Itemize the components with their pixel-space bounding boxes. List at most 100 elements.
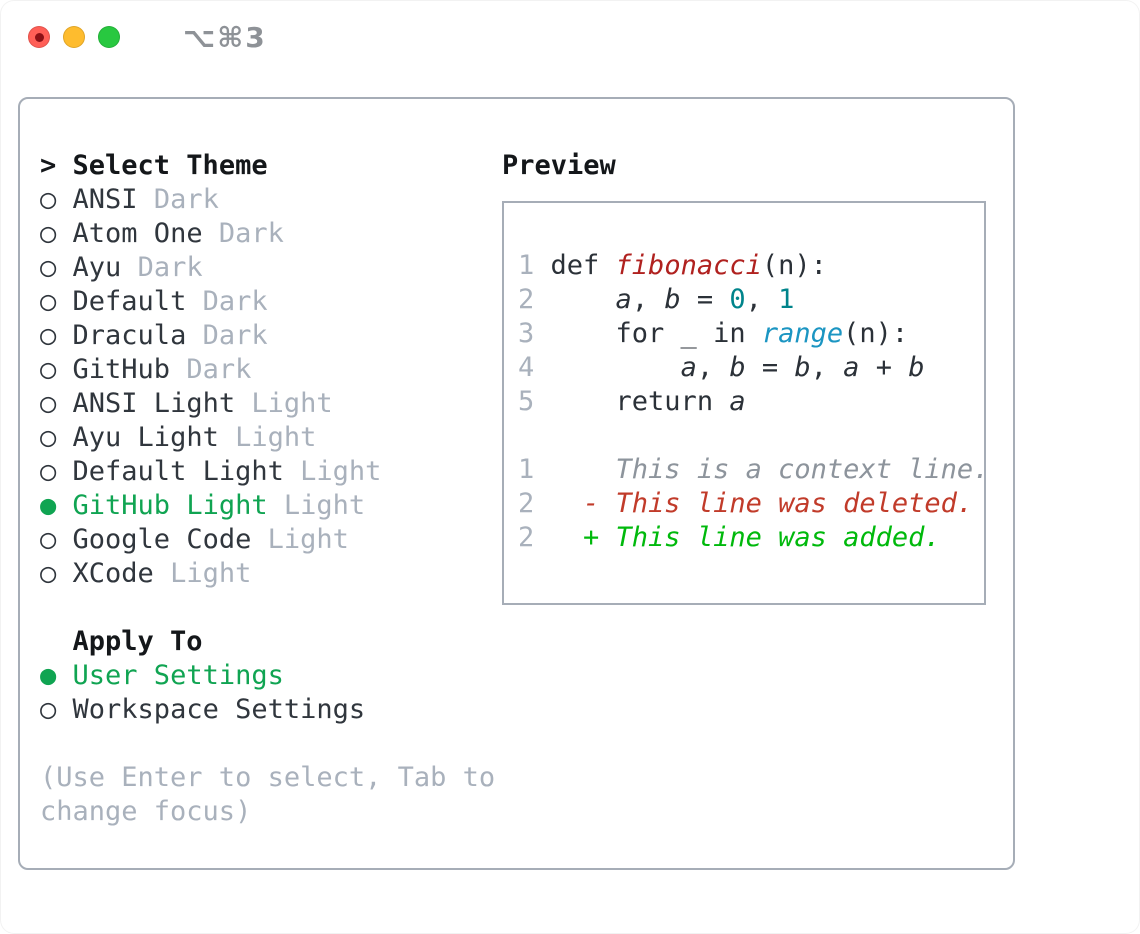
token-del: - This line was deleted. — [550, 488, 974, 519]
line-number: 2 — [518, 522, 535, 553]
theme-selector: > Select Theme ○ ANSI Dark○ Atom One Dar… — [40, 149, 502, 868]
theme-variant-tag: Light — [251, 524, 349, 555]
theme-option-label: Google Code — [72, 524, 252, 555]
theme-option-ayu-light[interactable]: ○ Ayu Light Light — [40, 421, 502, 455]
token-var: b — [794, 352, 811, 383]
select-theme-heading-label: Select Theme — [72, 150, 268, 181]
token-num: 0 — [729, 284, 746, 315]
token-ctx: This is a context line. — [550, 454, 986, 485]
token-plain: + — [859, 352, 909, 383]
theme-option-xcode[interactable]: ○ XCode Light — [40, 557, 502, 591]
token-plain: , — [810, 352, 844, 383]
radio-icon: ○ — [40, 218, 57, 249]
code-line: 2 - This line was deleted. — [518, 487, 984, 521]
token-plain — [551, 284, 616, 315]
token-builtin: range — [761, 318, 844, 349]
line-number: 5 — [518, 386, 535, 417]
code-line: 5 return a — [518, 385, 984, 419]
theme-option-label: GitHub — [72, 354, 171, 385]
theme-variant-tag: Light — [235, 388, 333, 419]
theme-variant-tag: Light — [267, 490, 366, 521]
close-button[interactable] — [28, 26, 50, 48]
theme-variant-tag: Light — [153, 558, 252, 589]
theme-option-label: Ayu — [72, 252, 122, 283]
theme-option-default-light[interactable]: ○ Default Light Light — [40, 455, 502, 489]
main-panel: > Select Theme ○ ANSI Dark○ Atom One Dar… — [18, 97, 1015, 870]
token-plain: (n): — [843, 318, 909, 349]
radio-icon: ○ — [40, 286, 57, 317]
token-var: a — [843, 352, 860, 383]
theme-option-dracula[interactable]: ○ Dracula Dark — [40, 319, 502, 353]
token-var: b — [729, 352, 746, 383]
token-plain: = — [745, 352, 795, 383]
theme-option-ansi[interactable]: ○ ANSI Dark — [40, 183, 502, 217]
token-plain: return — [550, 386, 730, 417]
theme-option-label: XCode — [72, 558, 154, 589]
token-add: + This line was added. — [550, 522, 941, 553]
code-line — [518, 419, 984, 453]
theme-option-label: Default — [72, 286, 187, 317]
titlebar: ⌥⌘3 — [0, 0, 1140, 74]
token-plain: (n): — [761, 250, 827, 281]
code-line: 2 + This line was added. — [518, 521, 984, 555]
radio-icon: ○ — [40, 524, 57, 555]
radio-icon: ○ — [40, 354, 57, 385]
line-number: 3 — [518, 318, 535, 349]
theme-variant-tag: Light — [283, 456, 382, 487]
theme-option-atom-one[interactable]: ○ Atom One Dark — [40, 217, 502, 251]
window-title: ⌥⌘3 — [183, 20, 267, 54]
theme-variant-tag: Dark — [137, 184, 219, 215]
apply-to-heading: Apply To — [72, 626, 203, 657]
theme-variant-tag: Dark — [121, 252, 203, 283]
token-num: 1 — [778, 284, 795, 315]
code-line: 1 def fibonacci(n): — [518, 249, 984, 283]
token-plain: = — [680, 284, 730, 315]
token-plain: , — [745, 284, 779, 315]
radio-selected-icon: ● — [40, 660, 57, 691]
token-var: b — [908, 352, 925, 383]
select-theme-heading: > Select Theme — [40, 149, 502, 183]
theme-variant-tag: Dark — [186, 286, 268, 317]
theme-list: ○ ANSI Dark○ Atom One Dark○ Ayu Dark○ De… — [40, 183, 502, 591]
theme-option-label: ANSI — [72, 184, 138, 215]
theme-option-label: Atom One — [72, 218, 203, 249]
theme-option-label: GitHub Light — [72, 490, 268, 521]
apply-option-workspace-settings[interactable]: ○ Workspace Settings — [40, 693, 502, 727]
token-var: b — [664, 284, 681, 315]
theme-variant-tag: Dark — [170, 354, 252, 385]
theme-option-github[interactable]: ○ GitHub Dark — [40, 353, 502, 387]
apply-option-label: User Settings — [72, 660, 284, 691]
radio-icon: ○ — [40, 388, 57, 419]
code-line: 4 a, b = b, a + b — [518, 351, 984, 385]
theme-option-google-code[interactable]: ○ Google Code Light — [40, 523, 502, 557]
token-plain: def — [550, 250, 616, 281]
theme-option-ayu[interactable]: ○ Ayu Dark — [40, 251, 502, 285]
token-plain: , — [631, 284, 665, 315]
apply-list: ● User Settings○ Workspace Settings — [40, 659, 502, 727]
radio-icon: ○ — [40, 694, 57, 725]
apply-option-user-settings[interactable]: ● User Settings — [40, 659, 502, 693]
theme-option-label: Ayu Light — [72, 422, 219, 453]
caret-icon: > — [40, 150, 73, 181]
theme-variant-tag: Dark — [202, 218, 284, 249]
theme-variant-tag: Light — [218, 422, 317, 453]
theme-option-default[interactable]: ○ Default Dark — [40, 285, 502, 319]
theme-option-label: ANSI Light — [72, 388, 236, 419]
token-fn: fibonacci — [615, 250, 762, 281]
theme-option-ansi-light[interactable]: ○ ANSI Light Light — [40, 387, 502, 421]
apply-option-label: Workspace Settings — [72, 694, 366, 725]
minimize-button[interactable] — [63, 26, 85, 48]
line-number: 1 — [518, 454, 535, 485]
radio-icon: ○ — [40, 184, 57, 215]
radio-icon: ○ — [40, 422, 57, 453]
line-number: 2 — [518, 284, 535, 315]
theme-option-github-light[interactable]: ● GitHub Light Light — [40, 489, 502, 523]
line-number: 1 — [518, 250, 535, 281]
preview-pane: Preview 1 def fibonacci(n):2 a, b = 0, 1… — [502, 149, 1013, 868]
code-line: 1 This is a context line. — [518, 453, 984, 487]
radio-icon: ○ — [40, 320, 57, 351]
zoom-button[interactable] — [98, 26, 120, 48]
code-line: 3 for _ in range(n): — [518, 317, 984, 351]
